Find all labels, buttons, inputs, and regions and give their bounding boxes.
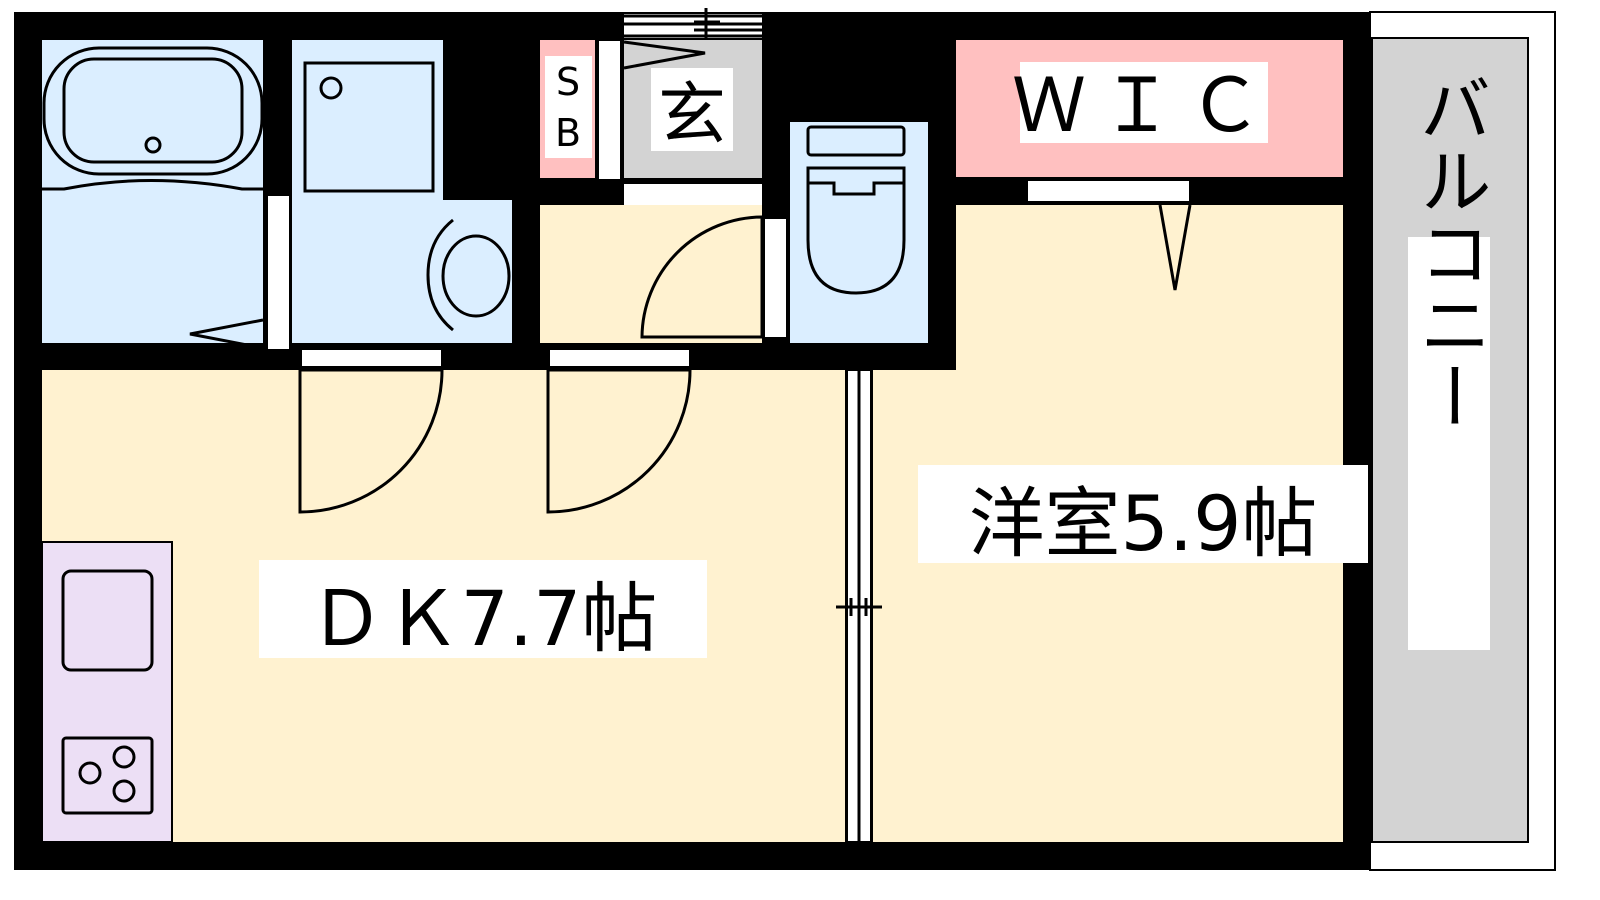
western-room-ext (873, 370, 963, 842)
bath-edge (42, 179, 263, 191)
entrance-label: 玄 (658, 76, 726, 155)
shoe-box-door (597, 39, 622, 181)
toilet-tank-icon (806, 125, 906, 157)
stove-icon (61, 736, 154, 815)
wic-label-bg (1020, 62, 1268, 143)
washroom-door (300, 348, 443, 368)
wic-door (1026, 179, 1191, 203)
hallway (540, 205, 762, 343)
western-label-bg (918, 465, 1368, 563)
shoe-box-label-bg (545, 56, 592, 158)
entrance-step (624, 184, 762, 205)
wic-door-swing (1158, 204, 1192, 291)
bathroom (42, 40, 263, 343)
washing-machine-drain-icon (319, 76, 343, 100)
shoe-box-label-s: S (556, 60, 580, 104)
burner-icon (112, 745, 136, 769)
entrance-label-bg (651, 68, 733, 151)
shoe-box-label-b: B (555, 111, 581, 155)
drain-icon (144, 136, 162, 154)
entrance-door-strip (624, 14, 762, 38)
burner-icon (78, 761, 102, 785)
bath-door-swing (189, 318, 264, 350)
sink-icon (441, 234, 511, 318)
toilet-bowl-icon (806, 166, 906, 295)
washroom-door-swing (298, 368, 444, 514)
bathtub-icon (42, 46, 264, 176)
vanity-icon (426, 218, 454, 332)
hall-door (548, 348, 691, 368)
dk-label-bg (259, 560, 707, 658)
hall-door-swing (546, 368, 692, 514)
dk-label: ＤＫ7.7帖 (309, 574, 658, 663)
bath-door (266, 194, 291, 351)
toilet-door (763, 217, 788, 339)
partition-door-lines (836, 370, 882, 842)
balcony-label: バルコニー (1407, 72, 1491, 432)
washroom-sink-area (443, 200, 512, 343)
balcony-label-bg (1408, 237, 1490, 650)
western-room-label: 洋室5.9帖 (969, 479, 1318, 568)
burner-icon (112, 779, 136, 803)
bathtub-inner-icon (62, 57, 244, 164)
kitchen-sink-icon (61, 569, 154, 672)
toilet-door-swing (640, 215, 764, 339)
entrance-door-swing (623, 40, 706, 70)
washing-machine-icon (303, 61, 435, 193)
entrance-door-lines (624, 8, 762, 54)
wic-label: ＷＩＣ (1012, 63, 1276, 149)
